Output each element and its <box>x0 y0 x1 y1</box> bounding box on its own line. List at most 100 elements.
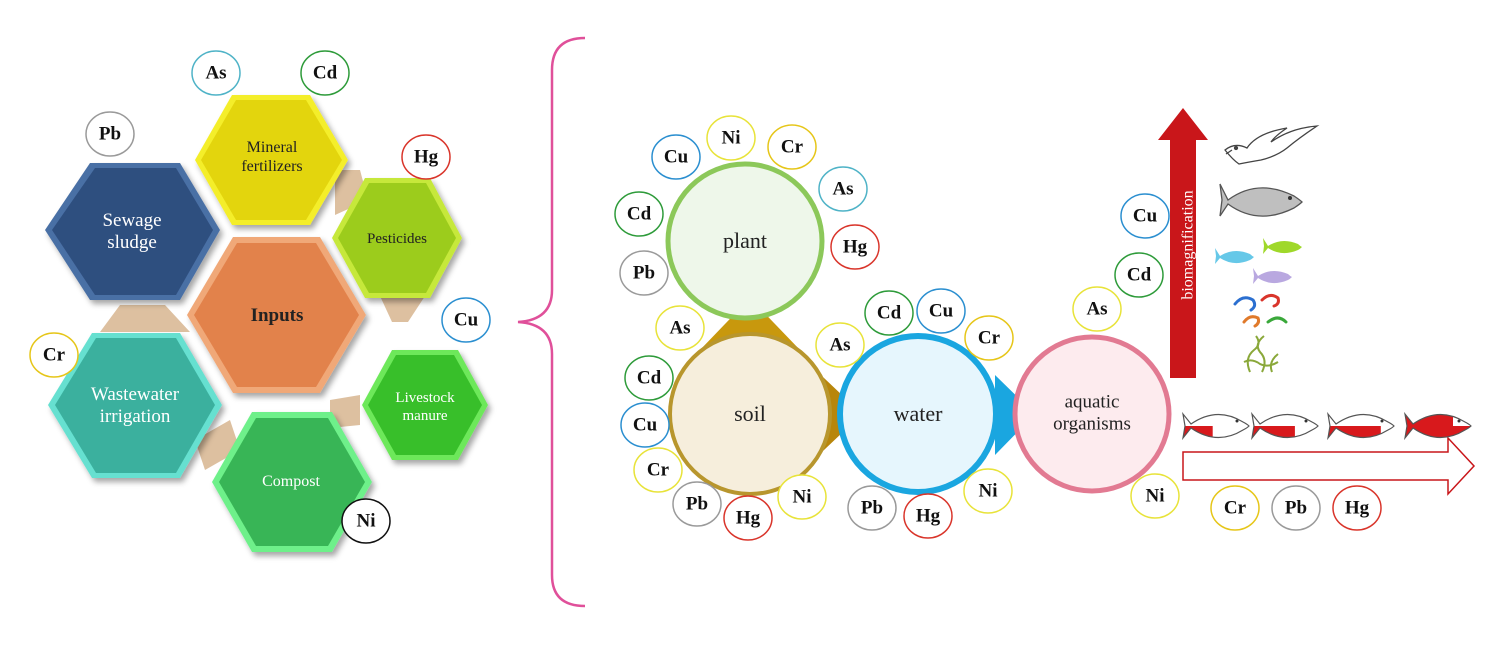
aquatic-label-line2: organisms <box>1053 413 1131 434</box>
svg-text:As: As <box>205 62 226 83</box>
metal-badge-water-cu: Cu <box>916 288 966 334</box>
livestock-label-line1: Livestock <box>395 390 455 406</box>
svg-text:Cd: Cd <box>313 62 338 83</box>
wastewater-label-line2: irrigation <box>100 406 171 427</box>
hex-inputs: Inputs <box>187 237 366 393</box>
connector-wastewater-compost <box>195 420 240 470</box>
svg-text:Hg: Hg <box>843 236 868 257</box>
sewage-label-line1: Sewage <box>102 210 161 231</box>
svg-text:As: As <box>832 178 853 199</box>
biomagnification-arrow: biomagnification <box>1158 108 1208 378</box>
shrimp-icons <box>1233 293 1288 328</box>
metal-badge-water-cr: Cr <box>964 315 1014 361</box>
curly-brace <box>517 36 586 608</box>
metal-badge-plant-hg: Hg <box>830 224 880 270</box>
metal-badge-water-cd: Cd <box>864 290 914 336</box>
wastewater-label-line1: Wastewater <box>91 384 180 405</box>
accumulation-fish-4 <box>1404 411 1472 441</box>
pesticides-label: Pesticides <box>367 231 427 247</box>
plant-metal-badges: Cu Ni Cr As Hg Cd Pb <box>614 115 880 296</box>
svg-text:Hg: Hg <box>414 146 439 167</box>
soil-metal-badges: As Cd Cu Cr Pb Hg Ni <box>620 305 827 541</box>
circle-plant: plant <box>665 161 825 321</box>
metal-badge-soil-hg: Hg <box>723 495 773 541</box>
metal-badge-plant-cd: Cd <box>614 191 664 237</box>
svg-text:Hg: Hg <box>736 507 761 528</box>
livestock-label-line2: manure <box>403 408 448 424</box>
aquatic-label-line1: aquatic <box>1065 391 1120 412</box>
aquatic-metal-badges: As Cd Cu Ni <box>1072 193 1180 519</box>
svg-text:Pb: Pb <box>633 262 655 283</box>
svg-text:Pb: Pb <box>99 123 121 144</box>
svg-text:Cr: Cr <box>781 136 804 157</box>
metal-badge-soil-cr: Cr <box>633 447 683 493</box>
metal-badge-soil-as: As <box>655 305 705 351</box>
metal-badge-soil-pb: Pb <box>672 481 722 527</box>
svg-text:As: As <box>829 334 850 355</box>
metal-badge-water-ni: Ni <box>963 468 1013 514</box>
svg-text:Cr: Cr <box>43 344 66 365</box>
svg-text:Cu: Cu <box>633 414 658 435</box>
hex-livestock-manure: Livestock manure <box>362 350 488 460</box>
metal-badge-aquatic-as: As <box>1072 286 1122 332</box>
metal-badge-pb: Pb <box>85 111 135 157</box>
water-metal-badges: Cd Cu Cr As Ni Hg Pb <box>815 288 1014 539</box>
horizontal-accumulation-arrow <box>1182 436 1476 496</box>
svg-text:Cu: Cu <box>929 300 954 321</box>
metal-badge-plant-cr: Cr <box>767 124 817 170</box>
metal-badge-plant-cu: Cu <box>651 134 701 180</box>
metal-badge-plant-pb: Pb <box>619 250 669 296</box>
metal-badge-aquatic-cu: Cu <box>1120 193 1170 239</box>
accumulation-fish-3 <box>1327 411 1395 441</box>
circle-water: water <box>837 333 999 495</box>
accumulation-fish-1 <box>1182 411 1250 441</box>
inputs-center-label: Inputs <box>251 305 304 326</box>
algae-icon <box>1243 335 1279 373</box>
metal-badge-plant-ni: Ni <box>706 115 756 161</box>
svg-text:Ni: Ni <box>722 127 741 148</box>
metal-badge-soil-ni: Ni <box>777 474 827 520</box>
metal-badge-as: As <box>191 50 241 96</box>
svg-text:Cd: Cd <box>1127 264 1152 285</box>
metal-badge-bottom-hg: Hg <box>1332 485 1382 531</box>
accumulation-fish-2 <box>1251 411 1319 441</box>
svg-text:Cd: Cd <box>637 367 662 388</box>
metal-badge-cu: Cu <box>441 297 491 343</box>
connector-sewage-wastewater <box>100 305 190 332</box>
svg-text:Ni: Ni <box>1146 485 1165 506</box>
svg-text:Cu: Cu <box>454 309 479 330</box>
metal-badge-soil-cu: Cu <box>620 402 670 448</box>
hex-compost: Compost <box>212 412 372 552</box>
bottom-metal-badges: Cr Pb Hg <box>1210 485 1382 531</box>
circle-aquatic-organisms: aquatic organisms <box>1012 334 1172 494</box>
svg-text:Pb: Pb <box>861 497 883 518</box>
metal-badge-bottom-pb: Pb <box>1271 485 1321 531</box>
metal-badge-cr: Cr <box>29 332 79 378</box>
compost-label: Compost <box>262 473 320 490</box>
metal-badge-soil-cd: Cd <box>624 355 674 401</box>
metal-badge-water-hg: Hg <box>903 493 953 539</box>
connector-pesticides-livestock <box>380 296 425 322</box>
hex-sewage-sludge: Sewage sludge <box>45 163 220 300</box>
sewage-label-line2: sludge <box>107 232 157 253</box>
svg-text:Pb: Pb <box>1285 497 1307 518</box>
metal-badge-water-pb: Pb <box>847 485 897 531</box>
svg-text:Pb: Pb <box>686 493 708 514</box>
eagle-icon <box>1224 125 1320 165</box>
metal-badge-cd: Cd <box>300 50 350 96</box>
metal-badge-bottom-cr: Cr <box>1210 485 1260 531</box>
plant-label: plant <box>723 228 767 253</box>
soil-label: soil <box>734 401 766 426</box>
svg-text:Ni: Ni <box>793 486 812 507</box>
svg-text:As: As <box>1086 298 1107 319</box>
metal-badge-ni: Ni <box>341 498 391 544</box>
hex-mineral-fertilizers: Mineral fertilizers <box>195 95 348 225</box>
water-label: water <box>894 401 944 426</box>
connector-livestock-compost <box>330 395 360 428</box>
hex-wastewater-irrigation: Wastewater irrigation <box>48 333 222 478</box>
metal-badge-aquatic-ni: Ni <box>1130 473 1180 519</box>
svg-text:Hg: Hg <box>1345 497 1370 518</box>
svg-text:Ni: Ni <box>979 480 998 501</box>
svg-text:Hg: Hg <box>916 505 941 526</box>
